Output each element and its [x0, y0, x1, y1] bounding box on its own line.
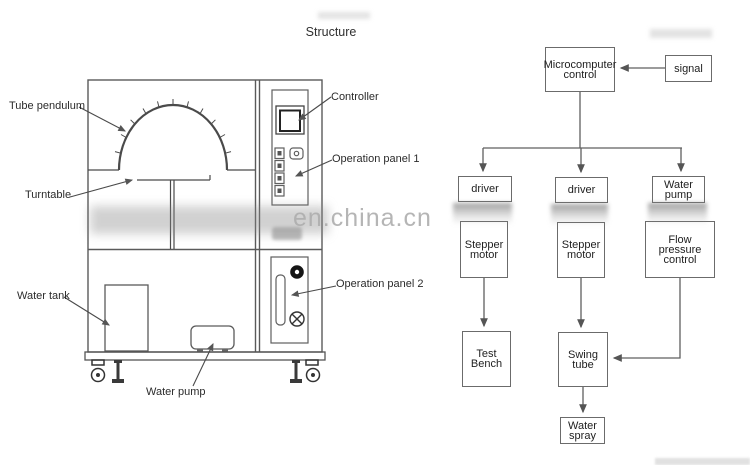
flowchart-node-swing-tube: Swing tube [558, 332, 608, 387]
flowchart-node-microcomputer-control: Microcomputer control [544, 47, 616, 92]
page-title: Structure [305, 25, 357, 39]
flowchart-node-test-bench: Test Bench [462, 331, 511, 387]
knob-valve-icon [289, 311, 305, 327]
flowchart-node-flow-pressure-control: Flow pressure control [645, 221, 715, 278]
label-operation-panel-2: Operation panel 2 [336, 278, 424, 290]
water-pump-drawing [190, 325, 235, 352]
caster-right-icon [305, 359, 321, 383]
label-turntable: Turntable [25, 189, 72, 201]
flowchart-node-water-pump: Water pump [652, 176, 705, 203]
leveling-foot-right-icon [290, 360, 302, 383]
caster-left-icon [90, 359, 106, 383]
machine-cabinet [87, 79, 323, 353]
operation-panel-2-drawing [270, 256, 309, 344]
label-controller: Controller [331, 91, 379, 103]
flowchart-node-driver-1: driver [458, 176, 512, 202]
tube-pendulum-dome [88, 99, 255, 171]
flowchart-node-stepper-motor-2: Stepper motor [557, 222, 605, 278]
machine-base [84, 351, 326, 361]
flowchart-connectors [479, 64, 685, 414]
flowchart-node-signal: signal [665, 55, 712, 82]
label-operation-panel-1: Operation panel 1 [332, 153, 420, 165]
flowchart-node-water-spray: Water spray [560, 417, 605, 444]
label-leader-lines [63, 96, 337, 387]
controller-screen [279, 109, 301, 132]
water-tank-drawing [104, 284, 149, 352]
leveling-foot-left-icon [112, 360, 124, 383]
label-water-pump: Water pump [146, 386, 206, 398]
turntable-drawing [137, 175, 211, 249]
operation-panel-1-drawing [271, 89, 309, 206]
flowchart-node-driver-2: driver [555, 177, 608, 203]
flowchart-node-stepper-motor-1: Stepper motor [460, 221, 508, 278]
label-water-tank: Water tank [17, 290, 70, 302]
label-tube-pendulum: Tube pendulum [9, 100, 86, 112]
